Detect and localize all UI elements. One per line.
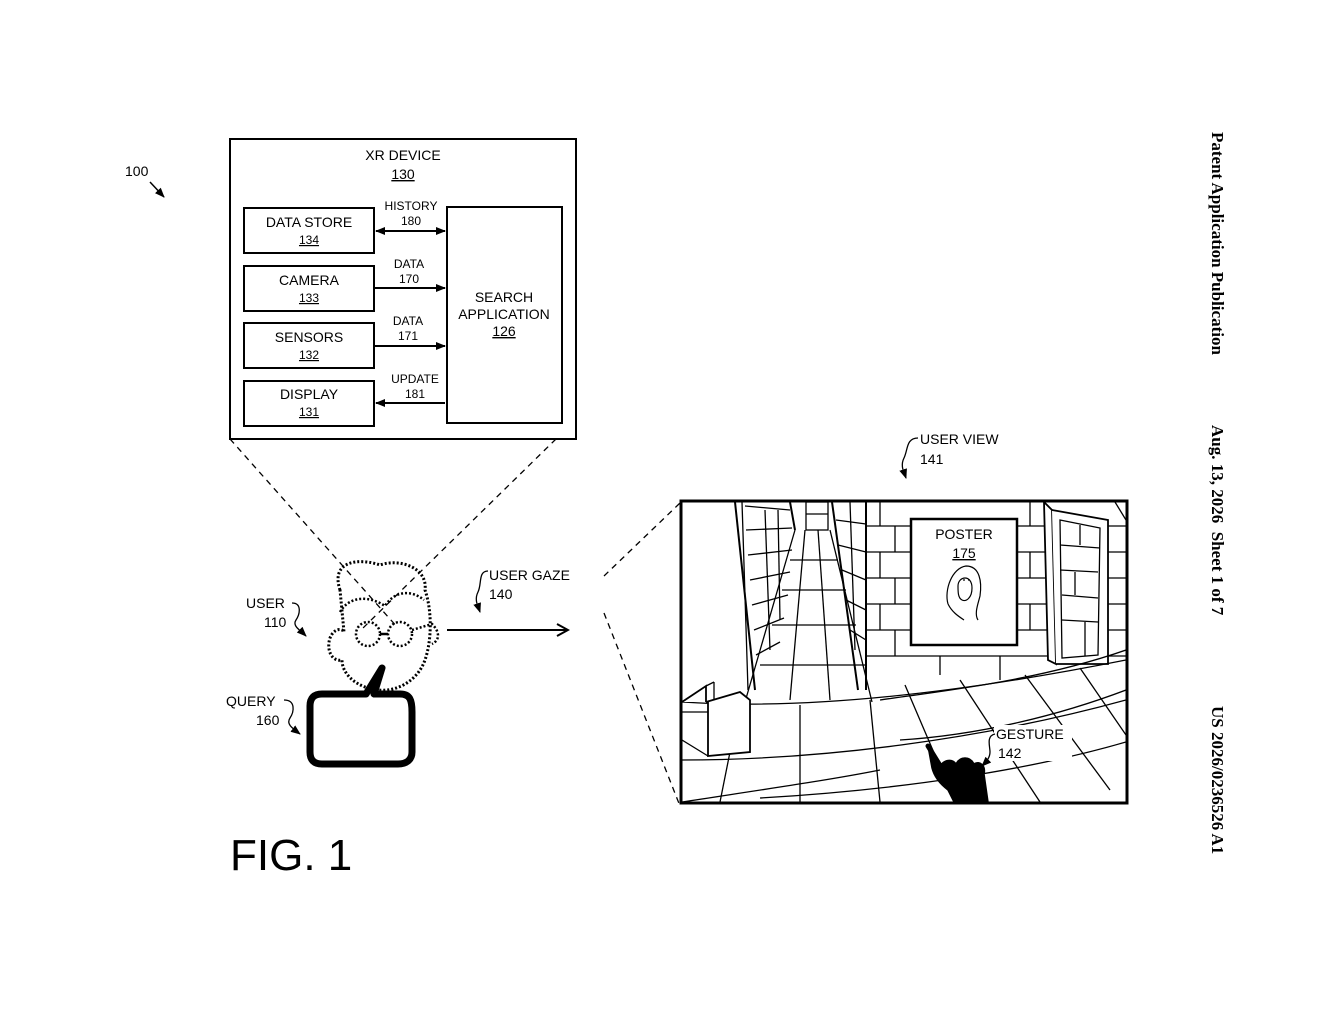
data-171-ref: 171 (398, 329, 418, 343)
user-callout: USER 110 (246, 595, 306, 636)
history-link: HISTORY 180 (376, 199, 445, 231)
search-app-line1: SEARCH (475, 289, 533, 305)
search-app-ref: 126 (492, 323, 516, 339)
figure-ref-label: 100 (125, 163, 149, 179)
figure-ref-100: 100 (125, 163, 164, 197)
display-box: DISPLAY 131 (244, 381, 374, 426)
camera-box: CAMERA 133 (244, 266, 374, 311)
query-callout: QUERY 160 (226, 693, 300, 734)
data-171-label: DATA (393, 314, 423, 328)
data-store-label: DATA STORE (266, 214, 352, 230)
data-170-label: DATA (394, 257, 424, 271)
camera-ref: 133 (299, 291, 319, 305)
user-ref: 110 (264, 614, 287, 630)
data-170-link: DATA 170 (374, 257, 445, 288)
publication-title: Patent Application Publication (1208, 132, 1227, 355)
xr-device-box: XR DEVICE 130 DATA STORE 134 CAMERA 133 … (230, 139, 576, 439)
display-label: DISPLAY (280, 386, 339, 402)
update-ref: 181 (405, 387, 425, 401)
data-171-link: DATA 171 (374, 314, 445, 346)
user-view-label: USER VIEW (920, 431, 999, 447)
poster-label: POSTER (935, 526, 993, 542)
user-view-ref: 141 (920, 451, 944, 467)
user-view-callout: USER VIEW 141 (902, 431, 999, 478)
query-ref: 160 (256, 712, 280, 728)
user-gaze-ref: 140 (489, 586, 513, 602)
xr-device-ref: 130 (391, 166, 415, 182)
data-store-ref: 134 (299, 233, 319, 247)
gesture-ref: 142 (998, 745, 1022, 761)
camera-label: CAMERA (279, 272, 340, 288)
history-ref: 180 (401, 214, 421, 228)
search-application-box: SEARCH APPLICATION 126 (447, 207, 562, 423)
user-label: USER (246, 595, 285, 611)
xr-device-title: XR DEVICE (365, 147, 440, 163)
publication-number: US 2026/0236526 A1 (1208, 706, 1227, 854)
search-app-line2: APPLICATION (458, 306, 550, 322)
publication-date-sheet: Aug. 13, 2026 Sheet 1 of 7 (1208, 425, 1227, 616)
figure-caption: FIG. 1 (230, 831, 352, 880)
data-store-box: DATA STORE 134 (244, 208, 374, 253)
update-label: UPDATE (391, 372, 439, 386)
view-projection-lines (604, 503, 680, 806)
query-label: QUERY (226, 693, 276, 709)
patent-header: Patent Application Publication Aug. 13, … (1208, 132, 1227, 854)
user-gaze-callout: USER GAZE 140 (447, 567, 570, 630)
update-link: UPDATE 181 (376, 372, 445, 403)
sensors-box: SENSORS 132 (244, 323, 374, 368)
sensors-label: SENSORS (275, 329, 343, 345)
poster-box: POSTER 175 (911, 519, 1017, 645)
query-bubble-icon (310, 668, 412, 764)
display-ref: 131 (299, 405, 319, 419)
sensors-ref: 132 (299, 348, 319, 362)
poster-ref: 175 (952, 545, 976, 561)
gesture-callout: GESTURE 142 (982, 725, 1072, 766)
history-label: HISTORY (385, 199, 438, 213)
user-view-scene: POSTER 175 GESTURE 142 (681, 501, 1127, 803)
data-170-ref: 170 (399, 272, 419, 286)
user-gaze-label: USER GAZE (489, 567, 570, 583)
gesture-label: GESTURE (996, 726, 1064, 742)
pointing-hand-icon (928, 746, 988, 802)
